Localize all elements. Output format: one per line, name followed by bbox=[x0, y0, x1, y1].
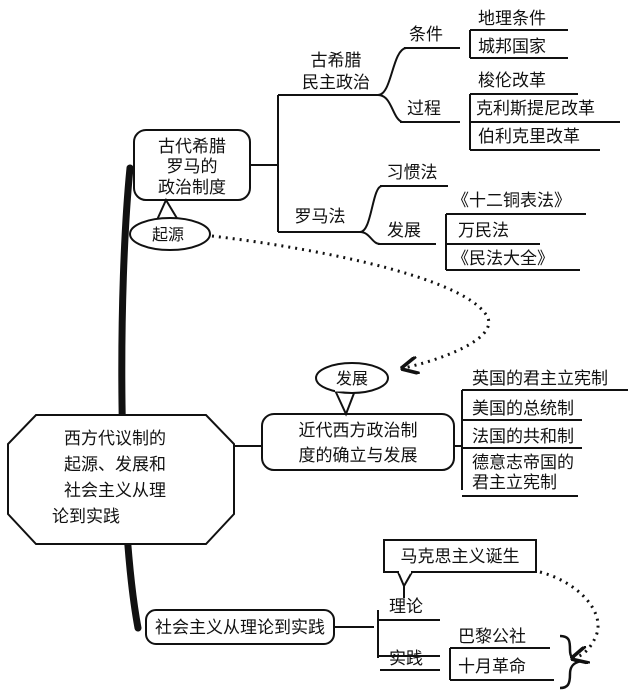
development-callout-tail bbox=[333, 387, 357, 417]
modern-node-box bbox=[261, 413, 455, 471]
root-line-4: 论到实践 bbox=[52, 507, 120, 527]
practice-item-2: 十月革命 bbox=[458, 657, 526, 677]
marxism-to-practice-arrow bbox=[539, 570, 600, 658]
marxism-callout-text: 马克思主义诞生 bbox=[401, 547, 520, 567]
development-callout bbox=[315, 362, 389, 394]
ancient-connector bbox=[250, 94, 296, 233]
root-node bbox=[7, 414, 235, 545]
origin-callout-text: 起源 bbox=[152, 225, 184, 244]
ancient-node-line-3: 政治制度 bbox=[158, 178, 226, 198]
conditions-item-2: 城邦国家 bbox=[478, 37, 546, 57]
greece-line-1: 古希腊 bbox=[311, 51, 362, 71]
practice-label: 实践 bbox=[389, 649, 423, 669]
ancient-node-line-2: 罗马的 bbox=[167, 157, 218, 177]
conditions-label: 条件 bbox=[409, 25, 443, 45]
origin-to-development-arrow bbox=[211, 234, 491, 368]
origin-callout bbox=[129, 217, 211, 251]
marxism-callout-tail bbox=[397, 571, 413, 589]
process-item-2: 克利斯提尼改革 bbox=[476, 99, 595, 119]
origin-callout-tail bbox=[156, 197, 179, 221]
modern-item-4-line-2: 君主立宪制 bbox=[472, 473, 557, 493]
modern-item-4-line-1: 德意志帝国的 bbox=[472, 453, 574, 473]
socialism-node-text: 社会主义从理论到实践 bbox=[155, 618, 325, 638]
rome-label: 罗马法 bbox=[295, 207, 346, 227]
process-item-1: 梭伦改革 bbox=[478, 71, 546, 91]
modern-item-1: 英国的君主立宪制 bbox=[472, 369, 608, 389]
development-callout-text: 发展 bbox=[336, 369, 368, 388]
rome-development-label: 发展 bbox=[387, 221, 421, 241]
practice-curly-brace bbox=[559, 634, 582, 690]
modern-item-2: 美国的总统制 bbox=[472, 399, 574, 419]
modern-item-3: 法国的共和制 bbox=[472, 427, 574, 447]
rome-branch bbox=[359, 185, 383, 245]
conditions-item-1: 地理条件 bbox=[478, 9, 546, 29]
habit-law: 习惯法 bbox=[387, 163, 438, 183]
root-line-3: 社会主义从理 bbox=[64, 481, 166, 501]
ancient-node-line-1: 古代希腊 bbox=[158, 137, 226, 157]
socialism-connector bbox=[334, 610, 440, 658]
rome-development-item-1: 《十二铜表法》 bbox=[452, 191, 571, 211]
main-spine bbox=[118, 164, 142, 632]
greece-line-2: 民主政治 bbox=[302, 73, 370, 93]
marxism-callout bbox=[383, 539, 537, 573]
greece-branch bbox=[377, 47, 407, 123]
modern-node-line-1: 近代西方政治制 bbox=[299, 421, 418, 441]
rome-development-item-3: 《民法大全》 bbox=[452, 249, 554, 269]
root-line-1: 西方代议制的 bbox=[64, 429, 166, 449]
modern-node-line-2: 度的确立与发展 bbox=[299, 446, 418, 466]
theory-label: 理论 bbox=[389, 597, 423, 617]
process-item-3: 伯利克里改革 bbox=[478, 127, 580, 147]
practice-item-1: 巴黎公社 bbox=[458, 627, 526, 647]
rome-development-item-2: 万民法 bbox=[458, 221, 509, 241]
process-label: 过程 bbox=[407, 99, 441, 119]
root-line-2: 起源、发展和 bbox=[64, 455, 166, 475]
